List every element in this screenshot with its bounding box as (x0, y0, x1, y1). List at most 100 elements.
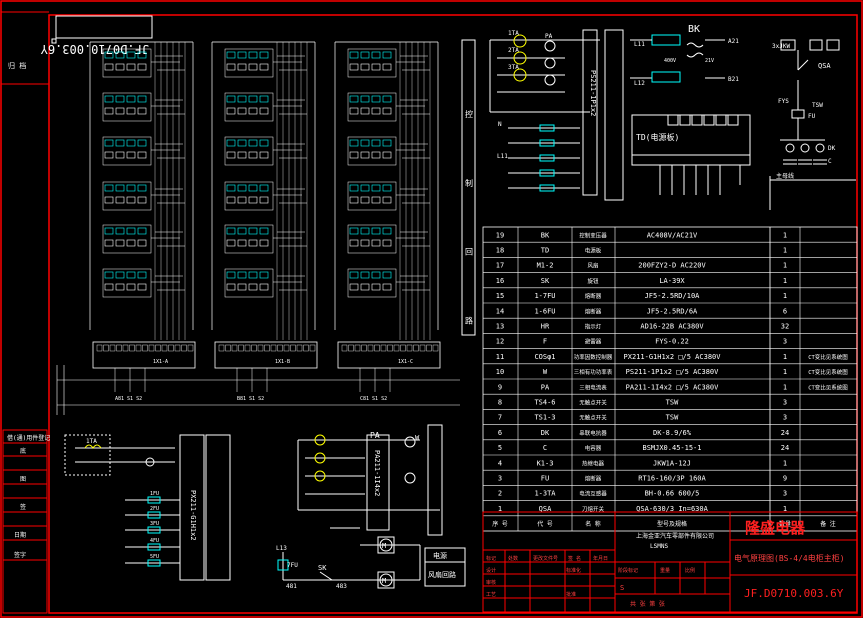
bom-cell-name: 风扇 (587, 262, 598, 270)
bom-cell-code: 1-3TA (534, 490, 556, 498)
main-capacitor-branch (769, 39, 856, 210)
mirrored-drawing-number: JF.D0710.003.6Y (40, 15, 153, 56)
bom-cell-no: 6 (498, 429, 502, 437)
pa-label: PA (370, 431, 380, 440)
terminal-name: 1X1-C (398, 359, 413, 365)
bom-cell-qty: 6 (783, 307, 787, 315)
bom-cell-qty: 1 (783, 353, 787, 361)
bom-cell-code: TS1-3 (534, 414, 555, 422)
fu3-label: 3FU (150, 521, 159, 527)
bom-cell-name: 无触点开关 (579, 399, 607, 407)
fys-label: FYS (778, 98, 789, 105)
bom-cell-code: M1-2 (537, 262, 554, 270)
bom-cell-name: 功率因数控制器 (574, 353, 613, 361)
ta2-label: 2TA (508, 47, 519, 54)
role-standard: 标准化 (566, 567, 581, 574)
bom-cell-model: TSW (666, 399, 679, 407)
bom-cell-qty: 3 (783, 414, 787, 422)
bom-cell-code: FU (541, 475, 549, 483)
bom-cell-model: PS211-1P1x2 □/5 AC380V (626, 368, 720, 376)
role-review: 审核 (486, 579, 496, 586)
pa211-label: PA211-1I4x2 (373, 450, 381, 496)
bom-header-cell: 代 号 (537, 520, 553, 528)
l13-label: L13 (276, 545, 287, 552)
fu4-label: 4FU (150, 538, 159, 544)
bom-header-cell: 数量 (779, 520, 791, 528)
l12-label: L12 (634, 80, 645, 87)
tsw-label: TSW (812, 102, 823, 109)
fu2-label: 2FU (150, 506, 159, 512)
bom-cell-name: 指示灯 (585, 323, 602, 331)
ta1-label: 1TA (508, 30, 519, 37)
bom-header-cell: 序 号 (492, 520, 508, 528)
bom-cell-code: COSφ1 (534, 353, 555, 361)
bom-cell-name: 电容器 (585, 444, 602, 452)
strip-label-2: 底 (20, 447, 26, 455)
bom-cell-code: SK (541, 277, 550, 285)
bk-label: BK (688, 24, 700, 35)
a21-label: A21 (728, 38, 739, 45)
bom-cell-model: PX211-G1H1x2 □/5 AC380V (624, 353, 722, 361)
bom-cell-qty: 24 (781, 444, 789, 452)
bom-cell-name: 熔断器 (585, 475, 602, 483)
m1-label: M (382, 542, 386, 550)
role-design: 设计 (486, 567, 496, 574)
td-label: TD(电源板) (636, 132, 679, 142)
n-label-top: N (498, 121, 502, 128)
l11-label: L11 (634, 41, 645, 48)
bom-cell-note: CT变比见系统图 (808, 353, 848, 361)
strip-label-3: 图 (20, 476, 26, 483)
terminal-name: 1X1-B (275, 359, 290, 365)
power-label: 电源 (433, 551, 447, 560)
bom-cell-name: 刀熔开关 (582, 505, 605, 513)
bom-cell-name: 电源板 (585, 247, 602, 255)
bom-cell-code: F (543, 338, 547, 346)
terminal-bottom-label: A81 S1 S2 (115, 396, 142, 402)
ratio-label: 比例 (685, 567, 695, 574)
metering-circuit (489, 29, 624, 201)
bom-cell-no: 5 (498, 444, 502, 452)
bom-cell-code: PA (541, 383, 550, 391)
fan-circuit (277, 536, 466, 589)
title-block (482, 511, 858, 613)
role-approve: 批准 (566, 591, 576, 598)
bom-cell-name: 熔断器 (585, 292, 602, 300)
control-loop-label: 控 制 回 路 (461, 39, 476, 352)
bom-cell-no: 3 (498, 475, 502, 483)
stage-label: 阶段标记 (618, 567, 638, 574)
brand-name: 隆盛电器 (745, 519, 806, 537)
role-process: 工艺 (486, 592, 496, 598)
bom-cell-code: HR (541, 323, 550, 331)
bom-cell-code: 1-6FU (534, 307, 555, 315)
td-power-board (631, 114, 751, 195)
bom-cell-name: 三相电流表 (579, 383, 607, 391)
bom-cell-model: JF5-2.5RD/10A (645, 292, 701, 300)
c-label: C (828, 158, 832, 165)
terminal-bottom-label: C81 S1 S2 (360, 396, 387, 402)
mirrored-drawing-number-text: JF.D0710.003.6Y (40, 42, 149, 56)
fu-label: FU (808, 113, 816, 120)
bom-cell-no: 16 (496, 277, 504, 285)
bom-cell-qty: 1 (783, 292, 787, 300)
sheet-count: 共 张 第 张 (630, 600, 665, 608)
bom-cell-model: LA-39X (659, 277, 685, 285)
bom-header-cell: 备 注 (820, 520, 836, 528)
bom-cell-code: C (543, 444, 547, 452)
v400-label: 400V (664, 58, 676, 64)
bom-cell-no: 1 (498, 505, 502, 513)
dk-label: DK (828, 145, 836, 152)
fu7-label: 7FU (287, 562, 298, 569)
bom-cell-name: 串联电抗器 (579, 429, 607, 437)
main-bus-label: 主母线 (776, 172, 794, 180)
bom-cell-no: 11 (496, 353, 504, 361)
ta-ct-label: 1TA (86, 438, 97, 445)
w-label: W (415, 434, 420, 442)
bom-cell-code: W (543, 368, 548, 376)
bom-cell-name: 无触点开关 (579, 414, 607, 422)
bom-cell-qty: 9 (783, 475, 787, 483)
bom-cell-model: RT16-160/3P 160A (638, 475, 706, 483)
pf-controller-circuit (64, 434, 231, 581)
bom-cell-note: CT变比见系统图 (808, 383, 848, 391)
